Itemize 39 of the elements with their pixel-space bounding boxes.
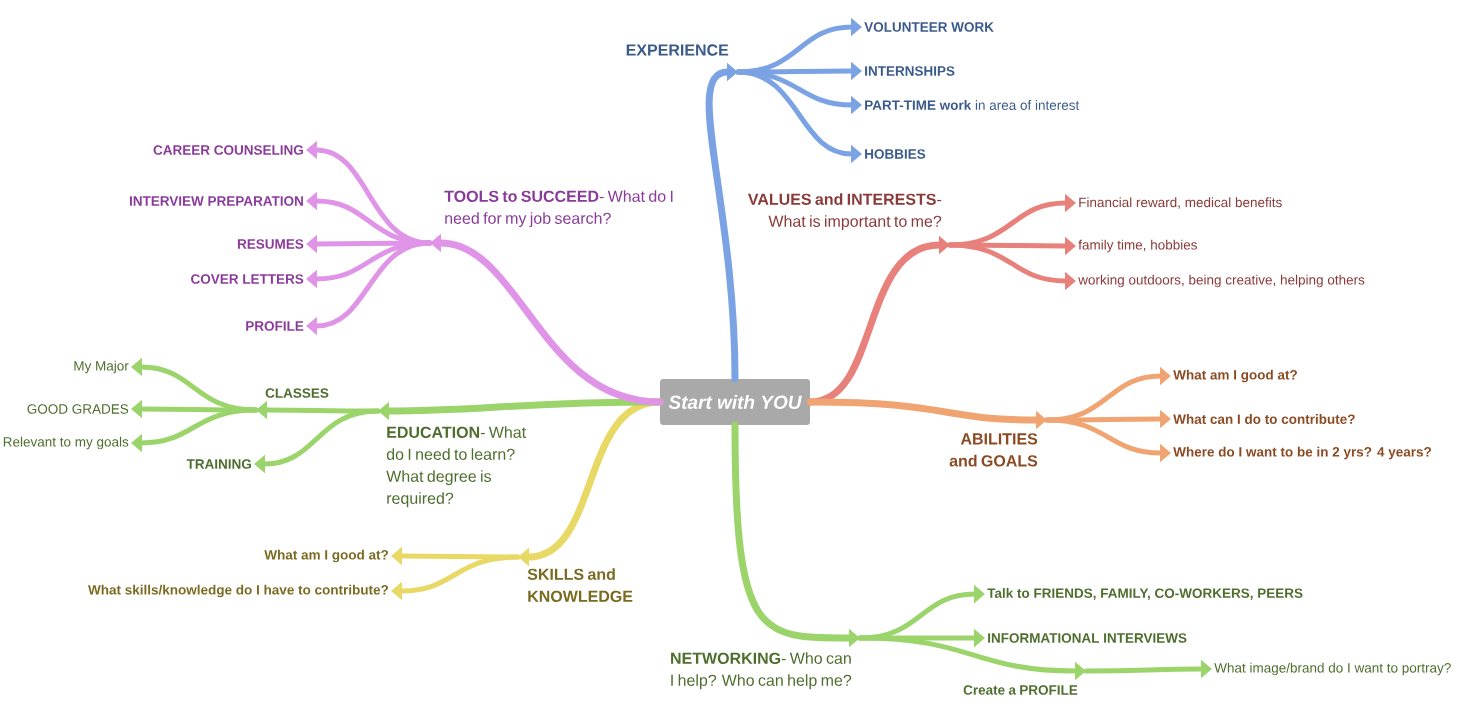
branch-curve xyxy=(705,62,739,383)
subtopic-label: working outdoors, being creative, helping others xyxy=(1078,274,1365,288)
branch-curve xyxy=(131,407,259,453)
topic-label: EDUCATION- What do I need to learn? What degree is required? xyxy=(386,426,526,508)
subtopic-label: What am I good at? xyxy=(264,549,388,563)
subtopic-label: RESUMES xyxy=(237,239,304,249)
subtopic-label: INTERVIEW PREPARATION xyxy=(129,196,303,206)
subtopic-label: family time, hobbies xyxy=(1078,239,1197,253)
subtopic-label: PROFILE xyxy=(246,321,304,331)
subtopic-label: VOLUNTEER WORK xyxy=(864,22,994,32)
branch-curve xyxy=(391,554,521,601)
subtopic-label: What skills/knowledge do I have to contribute? xyxy=(88,584,389,598)
subtopic-label: GOOD GRADES xyxy=(27,404,129,414)
subtopic-label: Financial reward, medical benefits xyxy=(1079,197,1282,209)
central-topic-box: Start with YOU xyxy=(660,379,810,425)
topic-label: NETWORKING- Who can I help? Who can help me? xyxy=(671,652,852,690)
topic-label: EXPERIENCE xyxy=(626,44,729,56)
subtopic-label: My Major xyxy=(74,360,129,374)
subtopic-label: Where do I want to be in 2 yrs? 4 years? xyxy=(1173,446,1431,460)
subtopic-label: What am I good at? xyxy=(1173,369,1297,383)
topic-label: TOOLS to SUCCEED- What do I need for my job search? xyxy=(444,190,673,228)
subtopic-label: PART-TIME work in area of interest xyxy=(865,100,1080,110)
subtopic-label: HOBBIES xyxy=(865,149,926,159)
topic-label: ABILITIES and GOALS xyxy=(949,433,1038,467)
branch-curve xyxy=(254,408,381,474)
subtopic-label: TRAINING xyxy=(186,459,251,469)
subtopic-label: COVER LETTERS xyxy=(191,274,304,284)
subtopic-label: INTERNSHIPS xyxy=(865,66,955,76)
topic-label: CLASSES xyxy=(265,388,329,398)
branch-curve xyxy=(306,240,433,336)
topic-label: Create a PROFILE xyxy=(963,685,1078,695)
topic-label: SKILLS and KNOWLEDGE xyxy=(527,568,633,602)
subtopic-label: Talk to FRIENDS, FAMILY, CO-WORKERS, PEERS xyxy=(987,588,1303,600)
subtopic-label: Relevant to my goals xyxy=(3,436,129,450)
subtopic-label: CAREER COUNSELING xyxy=(153,145,303,155)
subtopic-label: INFORMATIONAL INTERVIEWS xyxy=(988,633,1187,643)
topic-label: VALUES and INTERESTS- What is important to me? xyxy=(748,193,942,231)
subtopic-label: What image/brand do I want to portray? xyxy=(1214,662,1451,676)
subtopic-label: What can I do to contribute? xyxy=(1173,414,1355,424)
